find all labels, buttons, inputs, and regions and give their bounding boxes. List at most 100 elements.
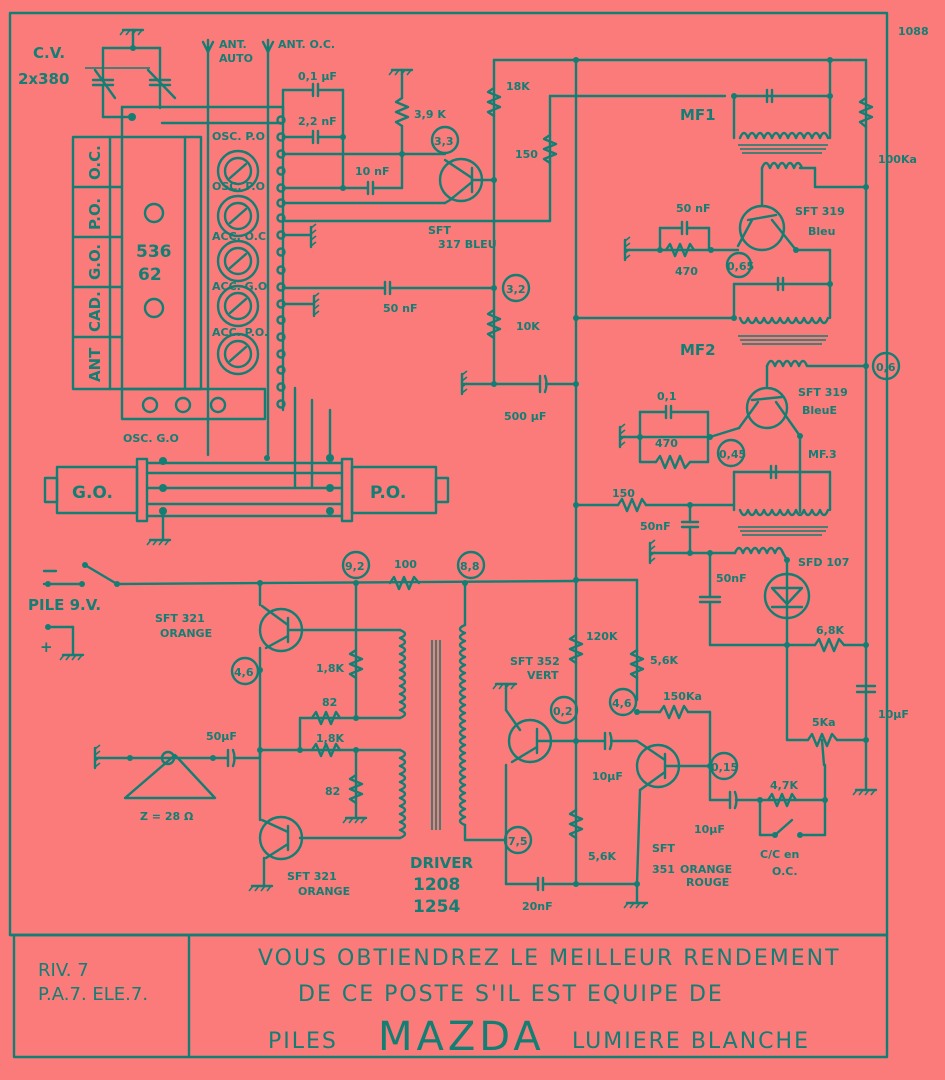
sft321-b-2: ORANGE	[298, 885, 350, 898]
c-10uf-decoupling: 10μF	[878, 708, 909, 721]
trimmer-label-5: ACC. P.O.	[212, 326, 268, 339]
r-100: 100	[394, 558, 417, 571]
sft351-label-2: 351	[652, 863, 675, 876]
voltage-7-5-text: 7,5	[508, 835, 528, 848]
voltage-3-2	[501, 273, 531, 303]
r-470-a: 470	[675, 265, 698, 278]
voltage-3-3	[430, 125, 460, 155]
switch-label-1: C/C en	[760, 848, 799, 861]
r-100k: 100Ka	[878, 153, 917, 166]
driver-label: DRIVER	[410, 854, 473, 872]
c-0-1: 0,1	[657, 390, 677, 403]
voltage-0-45-text: 0,45	[719, 448, 746, 461]
c-50nf-c: 50nF	[716, 572, 747, 585]
antenna-oc	[261, 38, 275, 457]
sft351-label-3: ORANGE	[680, 863, 732, 876]
sft321-a-1: SFT 321	[155, 612, 205, 625]
band-go: G.O.	[86, 244, 104, 280]
r-150k: 150Ka	[663, 690, 702, 703]
r-18k: 18K	[506, 80, 530, 93]
c-500uf: 500 μF	[504, 410, 546, 423]
c-50uf: 50μF	[206, 730, 237, 743]
c-50nf-if: 50 nF	[676, 202, 710, 215]
sft321-a-2: ORANGE	[160, 627, 212, 640]
r-3-9k: 3,9 K	[414, 108, 446, 121]
trimmer-label-4: ACC. G.O	[212, 280, 267, 293]
sft352-label-2: VERT	[527, 669, 559, 682]
driver-ref-2: 1254	[413, 897, 460, 917]
diode-label: SFD 107	[798, 556, 849, 569]
voltage-4-6-a-text: 4,6	[234, 666, 254, 679]
coil-block	[71, 105, 285, 421]
sft317-label-1: SFT	[428, 224, 451, 237]
band-oc: O.C.	[86, 145, 104, 180]
battery-switch	[42, 562, 578, 662]
footer-brand: MAZDA	[378, 1014, 545, 1060]
band-po: P.O.	[86, 198, 104, 230]
sft351-label-4: ROUGE	[686, 876, 729, 889]
band-ant: ANT	[86, 347, 104, 382]
voltage-3-3-text: 3,3	[434, 135, 454, 148]
trimmer-label-2: OSC. P.O	[212, 180, 265, 193]
sft351-label-1: SFT	[652, 842, 675, 855]
voltage-4-6-b-text: 4,6	[612, 697, 632, 710]
ant-auto-label-2: AUTO	[219, 52, 253, 65]
r-82-a: 82	[322, 696, 337, 709]
c-10uf-a: 10μF	[592, 770, 623, 783]
r-82-b: 82	[325, 785, 340, 798]
band-cad: CAD.	[86, 291, 104, 332]
c-20nf: 20nF	[522, 900, 553, 913]
voltage-4-6-a	[230, 656, 260, 686]
c-0-1uf: 0,1 μF	[298, 70, 337, 83]
r-5-6k-b: 5,6K	[588, 850, 616, 863]
audio-stage	[93, 575, 507, 893]
sft319-a-1: SFT 319	[795, 205, 845, 218]
voltage-9-2-text: 9,2	[345, 560, 365, 573]
r-120k: 120K	[586, 630, 618, 643]
sft319-b-1: SFT 319	[798, 386, 848, 399]
voltage-0-45	[716, 438, 746, 468]
voltage-0-2-text: 0,2	[553, 705, 573, 718]
footer-tagline: LUMIERE BLANCHE	[572, 1029, 810, 1054]
driver-stage	[491, 577, 828, 910]
variable-capacitor	[85, 28, 177, 121]
r-4-7k: 4,7K	[770, 779, 798, 792]
trimmer-label-1: OSC. P.O	[212, 130, 265, 143]
cv-value: 2x380	[18, 70, 69, 88]
sft317-label-2: 317 BLEU	[438, 238, 497, 251]
footer-piles: PILES	[268, 1029, 338, 1054]
driver-ref-1: 1208	[413, 875, 460, 895]
osc-go-label: OSC. G.O	[123, 432, 179, 445]
r-150-if: 150	[612, 487, 635, 500]
terminal-strip	[276, 105, 321, 412]
voltage-0-65	[725, 251, 753, 279]
r-470-b: 470	[655, 437, 678, 450]
voltage-0-65-text: 0,65	[727, 260, 754, 273]
drawing-number: 1088	[898, 25, 929, 38]
battery-label: PILE 9.V.	[28, 596, 101, 614]
switch-label-2: O.C.	[772, 865, 798, 878]
mixer-stage	[281, 57, 852, 582]
voltage-9-2	[341, 550, 371, 580]
trimmers	[216, 149, 260, 376]
r-1-8k-b: 1,8K	[316, 732, 344, 745]
title-block	[12, 933, 889, 1059]
ant-auto-label-1: ANT.	[219, 38, 247, 51]
sft319-b-2: BleuE	[802, 404, 837, 417]
voltage-3-2-text: 3,2	[506, 283, 526, 296]
if-stage	[573, 57, 878, 797]
voltage-8-8-text: 8,8	[460, 560, 480, 573]
c-50nf: 50 nF	[383, 302, 417, 315]
footer-line-1: VOUS OBTIENDREZ LE MEILLEUR RENDEMENT	[258, 946, 841, 971]
c-10nf: 10 nF	[355, 165, 389, 178]
cv-label: C.V.	[33, 44, 65, 62]
mf3-label: MF.3	[808, 448, 837, 461]
voltage-0-15	[709, 751, 739, 781]
coil-ref-2: 62	[138, 265, 162, 285]
c-2-2nf: 2,2 nF	[298, 115, 337, 128]
c-10uf-b: 10μF	[694, 823, 725, 836]
voltage-7-5	[503, 825, 533, 855]
pot-5k: 5Ka	[812, 716, 836, 729]
footer-line-2: DE CE POSTE S'IL EST EQUIPE DE	[298, 982, 724, 1007]
